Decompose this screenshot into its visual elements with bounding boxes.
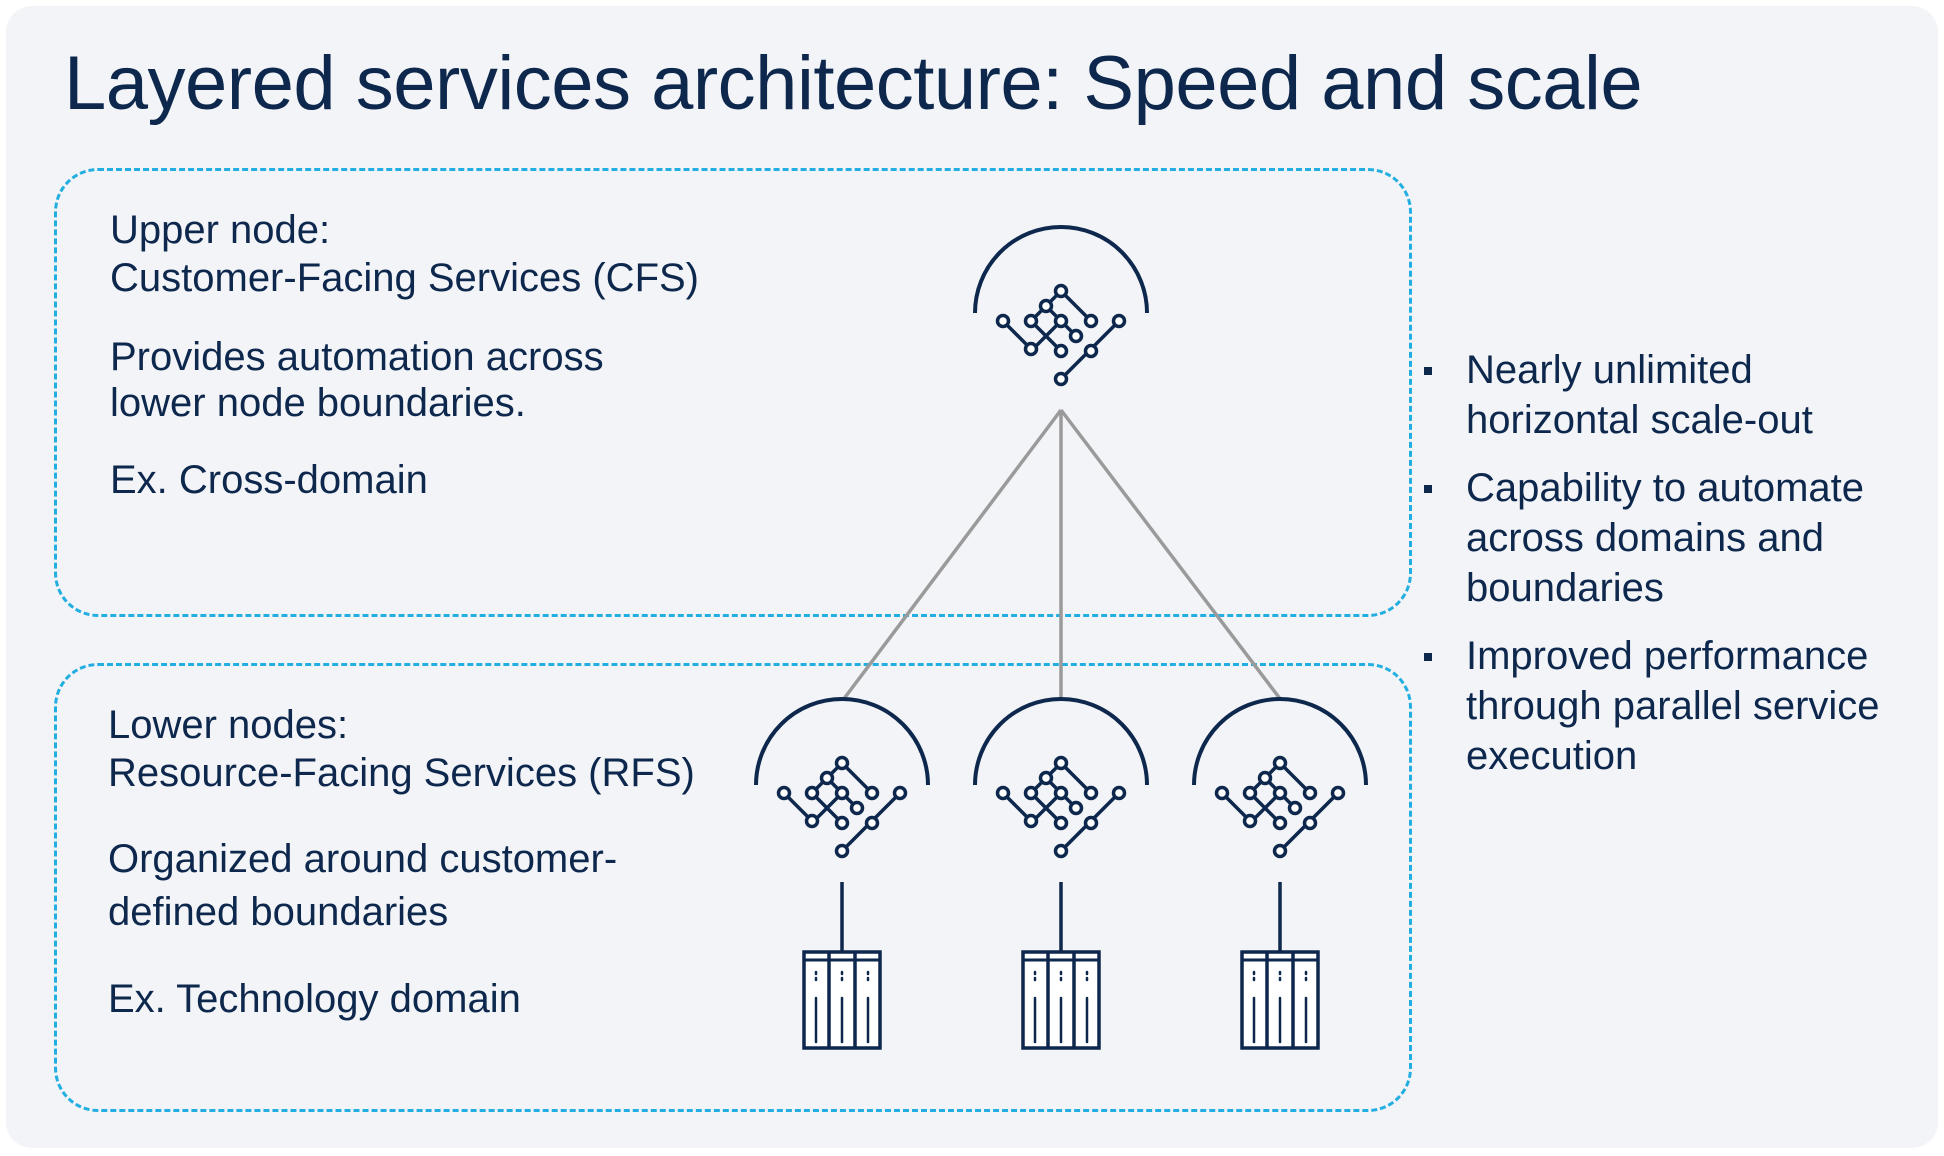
slide-card <box>6 6 1938 1148</box>
lower-service-node-icon <box>754 697 930 859</box>
upper-node-heading: Upper node: <box>110 208 331 252</box>
lower-service-node-icon <box>1192 697 1368 859</box>
server-rack-icon <box>802 950 882 1050</box>
upper-node-zone <box>54 168 1412 617</box>
benefit-text: horizontal scale-out <box>1466 398 1813 442</box>
lower-nodes-description-line2: defined boundaries <box>108 890 449 934</box>
lower-nodes-zone <box>54 663 1412 1112</box>
lower-nodes-subheading: Resource-Facing Services (RFS) <box>108 751 695 795</box>
lower-nodes-heading: Lower nodes: <box>108 703 349 747</box>
benefits-list: Nearly unlimited horizontal scale-out Ca… <box>1418 345 1938 799</box>
benefit-item-automation: Capability to automate across domains an… <box>1418 463 1938 613</box>
upper-node-description-line2: lower node boundaries. <box>110 381 526 425</box>
upper-node-subheading: Customer-Facing Services (CFS) <box>110 256 700 300</box>
benefit-text: Improved performance <box>1466 634 1869 678</box>
benefit-item-scale: Nearly unlimited horizontal scale-out <box>1418 345 1938 445</box>
connector-line-right <box>1059 408 1283 702</box>
benefit-text: through parallel service <box>1466 684 1880 728</box>
benefit-text: execution <box>1466 734 1638 778</box>
benefit-text: across domains and <box>1466 516 1824 560</box>
server-rack-icon <box>1240 950 1320 1050</box>
page-title: Layered services architecture: Speed and… <box>64 41 1643 126</box>
connector-line-left <box>841 408 1063 702</box>
benefit-item-performance: Improved performance through parallel se… <box>1418 631 1938 781</box>
lower-service-node-icon <box>973 697 1149 859</box>
lower-nodes-description-line1: Organized around customer- <box>108 837 618 881</box>
server-rack-icon <box>1021 950 1101 1050</box>
bullet-icon <box>1424 485 1432 493</box>
bullet-icon <box>1424 653 1432 661</box>
benefit-text: boundaries <box>1466 566 1664 610</box>
benefit-text: Capability to automate <box>1466 466 1865 510</box>
bullet-icon <box>1424 367 1432 375</box>
benefit-text: Nearly unlimited <box>1466 348 1753 392</box>
upper-node-example: Ex. Cross-domain <box>110 458 428 502</box>
upper-service-node-icon <box>973 225 1149 387</box>
upper-node-description-line1: Provides automation across <box>110 335 604 379</box>
lower-nodes-example: Ex. Technology domain <box>108 977 521 1021</box>
